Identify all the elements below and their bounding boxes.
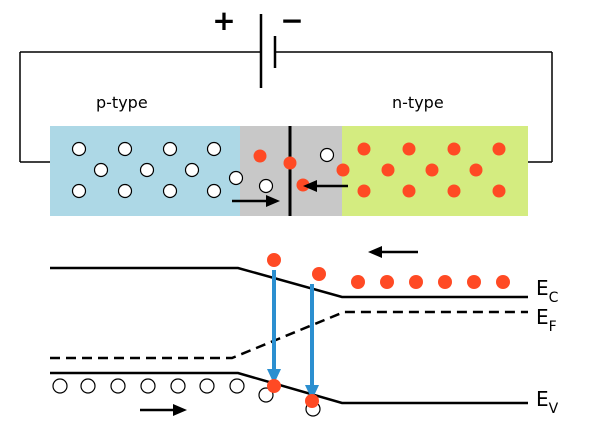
electron (296, 178, 310, 192)
valence-band-holes (52, 378, 321, 417)
hole-flow-arrow (232, 195, 280, 207)
hole (139, 162, 155, 178)
electron (267, 253, 281, 267)
circuit-wires (19, 51, 553, 163)
electron (357, 184, 371, 198)
battery-minus-label: − (280, 4, 303, 37)
hole (117, 183, 133, 199)
depletion-carriers (228, 147, 335, 194)
hole (110, 378, 126, 394)
hole (258, 387, 274, 403)
electron-flow-arrow (303, 180, 348, 192)
electron (336, 163, 350, 177)
top-electron-flow-arrow (368, 246, 418, 258)
hole (258, 178, 274, 194)
electron (467, 275, 481, 289)
hole (162, 183, 178, 199)
electron (409, 275, 423, 289)
recombination-arrows (267, 270, 319, 400)
hole (80, 378, 96, 394)
recombining-electron (267, 379, 281, 393)
bottom-hole-flow-arrow (140, 404, 187, 416)
n-type-label: n-type (392, 93, 444, 112)
hole (117, 141, 133, 157)
fermi-level (50, 310, 528, 360)
electron (351, 275, 365, 289)
recombination-arrowhead-1 (267, 369, 281, 384)
recombining-electron (305, 394, 319, 408)
conduction-band-edge (50, 266, 528, 299)
electron (253, 149, 267, 163)
hole (93, 162, 109, 178)
electron (283, 156, 297, 170)
p-type-label: p-type (96, 93, 148, 112)
p-region-holes (71, 141, 222, 199)
hole (228, 170, 244, 186)
electron (492, 184, 506, 198)
hole (71, 183, 87, 199)
electron (496, 275, 510, 289)
electron (469, 163, 483, 177)
electron (381, 163, 395, 177)
electron (312, 267, 326, 281)
electron (402, 184, 416, 198)
hole (206, 183, 222, 199)
conduction-band-electrons (267, 253, 510, 289)
electron (402, 142, 416, 156)
valence-band-edge (50, 371, 528, 405)
hole (71, 141, 87, 157)
hole (170, 378, 186, 394)
ef-label: EF (536, 305, 557, 335)
hole (199, 378, 215, 394)
recombination-arrowhead-2 (305, 385, 319, 400)
electron (380, 275, 394, 289)
hole (140, 378, 156, 394)
hole (184, 162, 200, 178)
hole (229, 378, 245, 394)
electron (447, 142, 461, 156)
electron (492, 142, 506, 156)
electron (357, 142, 371, 156)
ec-label: EC (536, 276, 559, 306)
hole (162, 141, 178, 157)
hole (319, 147, 335, 163)
electron (447, 184, 461, 198)
battery-plus-label: + (212, 4, 235, 37)
hole (52, 378, 68, 394)
battery (259, 14, 277, 88)
n-region-electrons (336, 142, 506, 198)
hole (206, 141, 222, 157)
ev-label: EV (536, 387, 559, 417)
electron (425, 163, 439, 177)
electron (438, 275, 452, 289)
